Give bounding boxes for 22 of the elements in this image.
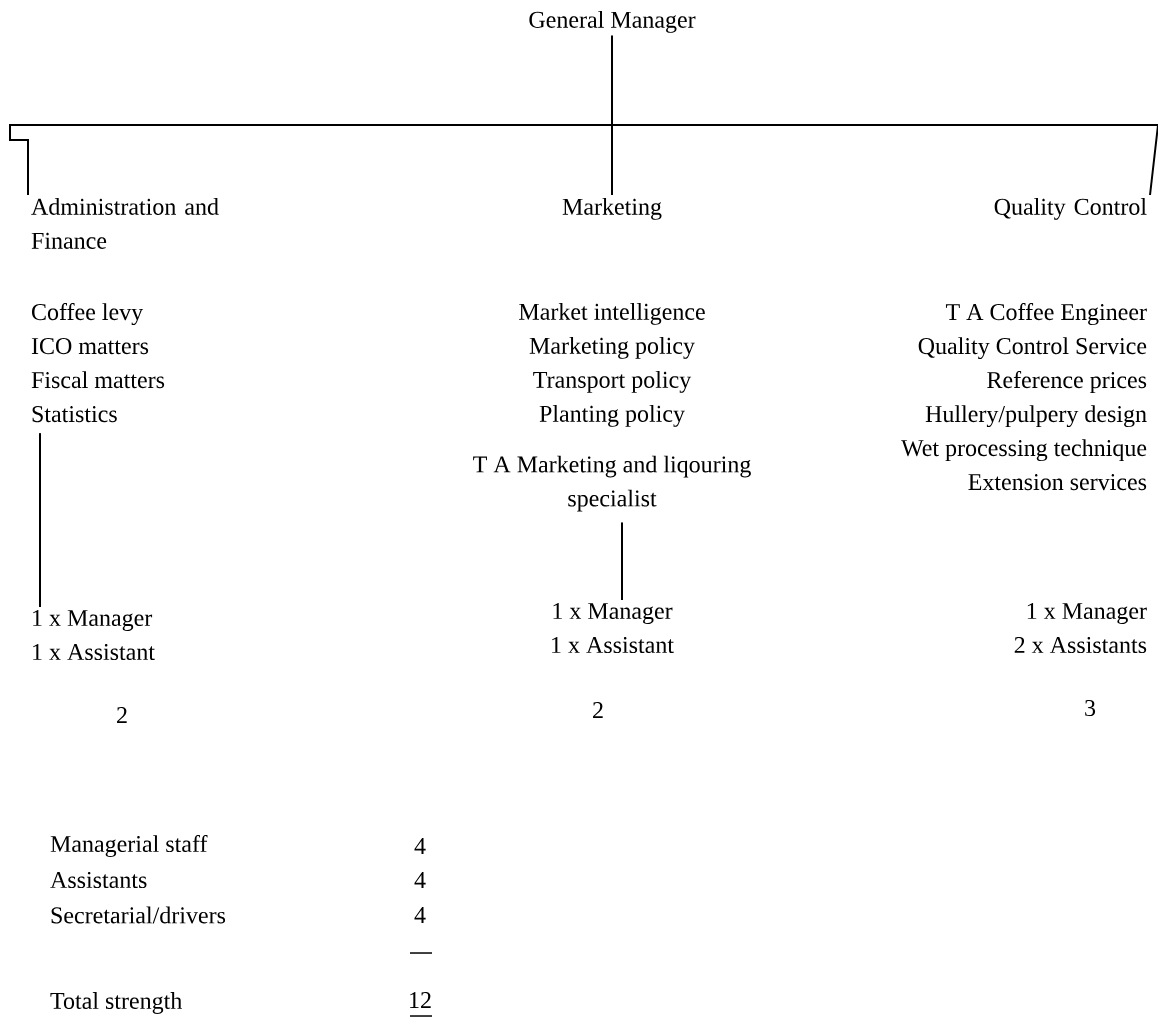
- table-value: 4: [414, 872, 426, 888]
- table-label: Secretarial/drivers: [51, 906, 226, 924]
- staffing-list: 1 x Manager 2 x Assistants: [1014, 603, 1147, 654]
- staffing-list: 1 x Manager 1 x Assistant: [552, 603, 674, 654]
- table-label: Total strength: [50, 992, 182, 1014]
- table-value: 12: [410, 992, 431, 1008]
- headcount: 2: [593, 702, 603, 718]
- table-value: 4: [414, 907, 426, 923]
- connector-line: [611, 34, 1158, 196]
- department-heading: Quality Control: [994, 198, 1147, 220]
- duty-list: Market intelligence Marketing policy Transport policy Planting policy T A Marketing and liqouring specialist: [473, 303, 751, 512]
- table-value: 4: [414, 838, 426, 854]
- duty-list: Coffee levy ICO matters Fiscal matters Statistics: [31, 303, 165, 423]
- table-label: Managerial staff: [50, 835, 208, 858]
- staffing-list: 1 x Manager 1 x Assistant: [33, 610, 155, 661]
- table-label: Assistants: [50, 871, 147, 889]
- headcount: 3: [1085, 699, 1096, 717]
- duty-list: T A Coffee Engineer Quality Control Service Reference prices Hullery/pulpery design Wet processing technique Extension services: [901, 303, 1147, 491]
- headcount: 2: [117, 707, 127, 723]
- department-heading: Administration and Finance: [31, 198, 219, 249]
- manager-title: General Manager: [529, 11, 696, 33]
- department-heading: Marketing: [562, 198, 662, 220]
